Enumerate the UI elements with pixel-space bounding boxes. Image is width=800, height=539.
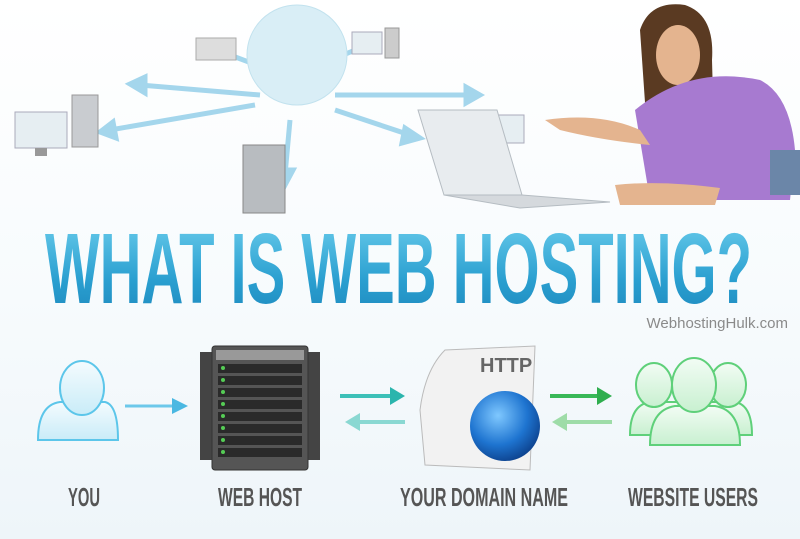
page-title: WHAT IS WEB HOSTING? — [45, 215, 752, 310]
title-area: WHAT IS WEB HOSTING? — [45, 215, 752, 310]
step-label-web-host: WEB HOST — [218, 482, 302, 512]
exchange-arrows-icon — [340, 387, 405, 431]
server-icon — [384, 27, 400, 59]
monitor-icon — [14, 111, 68, 156]
step-label-domain-name: YOUR DOMAIN NAME — [400, 482, 568, 512]
laptop-icon — [417, 109, 611, 209]
brand-watermark: WebhostingHulk.com — [646, 315, 788, 332]
network-illustration — [14, 4, 800, 214]
users-group-icon — [628, 357, 754, 446]
monitor-icon — [351, 31, 383, 55]
step-label-you: YOU — [68, 482, 100, 512]
exchange-arrows-icon — [550, 387, 612, 431]
server-icon — [195, 37, 237, 61]
server-tower-icon — [71, 94, 99, 148]
server-rack-icon — [200, 345, 320, 471]
user-icon — [36, 360, 120, 441]
step-label-website-users: WEBSITE USERS — [628, 482, 758, 512]
woman-illustration — [545, 4, 800, 205]
http-label: HTTP — [480, 355, 532, 377]
server-tower-icon — [242, 144, 286, 214]
arrow-right-icon — [125, 398, 188, 414]
globe-icon — [470, 391, 540, 461]
globe-icon — [246, 4, 348, 106]
hosting-flow-diagram: HTTP YOU WEB HOST YOUR DOMAIN NAME WEBSI… — [36, 345, 758, 512]
